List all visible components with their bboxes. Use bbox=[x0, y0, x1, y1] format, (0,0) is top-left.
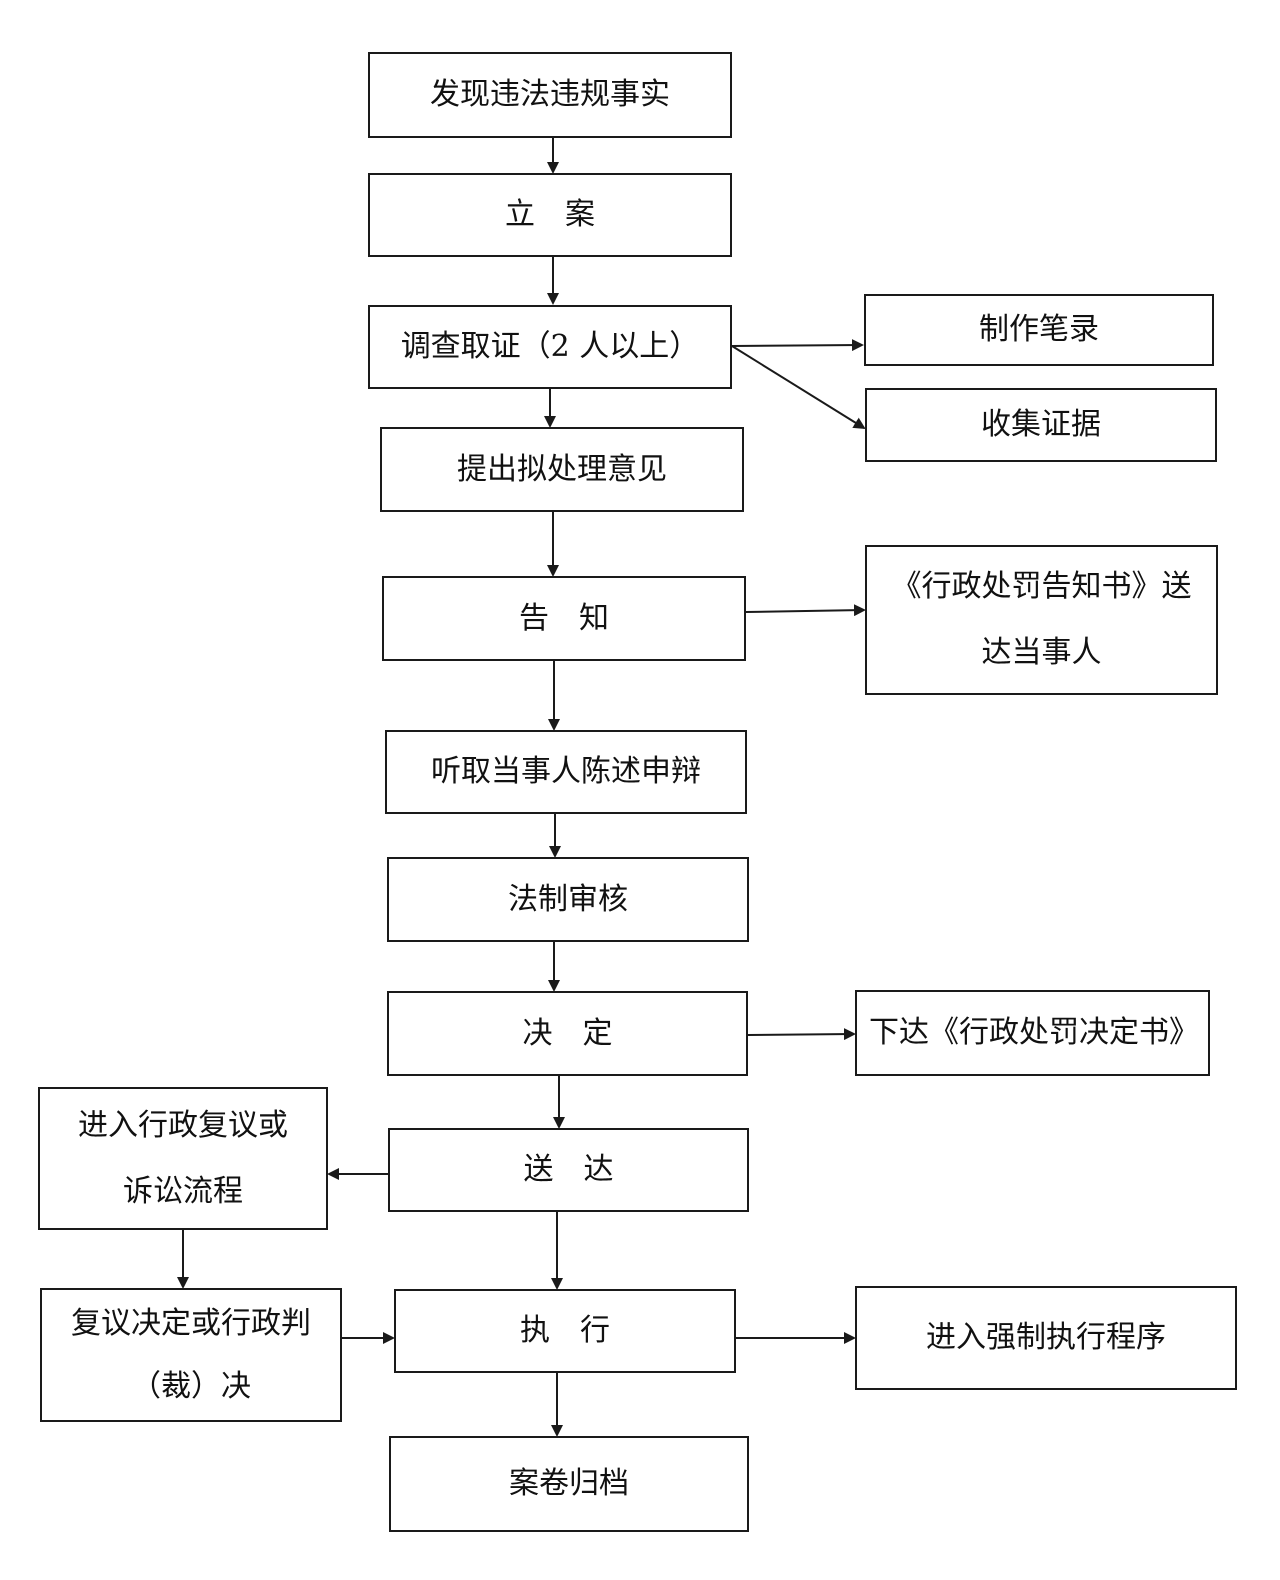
node-legal-review-label: 法制审核 bbox=[508, 881, 628, 917]
node-hearing: 听取当事人陈述申辩 bbox=[385, 730, 747, 814]
arrow-investigate-to-collect bbox=[731, 345, 866, 430]
node-enforce: 进入强制执行程序 bbox=[855, 1286, 1237, 1390]
node-register-label: 立 案 bbox=[505, 197, 595, 232]
node-record: 制作笔录 bbox=[864, 294, 1214, 366]
arrow-decide-to-issue bbox=[747, 1028, 856, 1041]
node-register: 立 案 bbox=[368, 173, 732, 257]
node-archive-label: 案卷归档 bbox=[509, 1466, 629, 1501]
node-record-label: 制作笔录 bbox=[979, 312, 1099, 347]
node-issue-decision: 下达《行政处罚决定书》 bbox=[855, 990, 1210, 1076]
node-archive: 案卷归档 bbox=[389, 1436, 749, 1532]
node-decide-label: 决 定 bbox=[522, 1015, 613, 1051]
node-notice-delivery: 《行政处罚告知书》送 达当事人 bbox=[865, 545, 1218, 695]
node-notice-line1: 《行政处罚告知书》送 bbox=[891, 569, 1192, 604]
node-investigate: 调查取证（2 人以上） bbox=[368, 305, 732, 389]
node-notify: 告 知 bbox=[382, 576, 746, 661]
node-decide: 决 定 bbox=[387, 991, 748, 1076]
node-verdict-line1: 复议决定或行政判 bbox=[71, 1306, 311, 1341]
node-verdict-line2: （裁）决 bbox=[131, 1369, 251, 1404]
node-serve-label: 送 达 bbox=[523, 1152, 614, 1187]
node-legal-review: 法制审核 bbox=[387, 857, 749, 942]
node-investigate-label: 调查取证（2 人以上） bbox=[400, 329, 700, 364]
node-collect: 收集证据 bbox=[865, 388, 1217, 462]
node-propose: 提出拟处理意见 bbox=[380, 427, 744, 512]
node-notice-line2: 达当事人 bbox=[981, 635, 1102, 670]
node-serve: 送 达 bbox=[388, 1128, 749, 1212]
arrow-investigate-to-record bbox=[731, 339, 864, 352]
node-propose-label: 提出拟处理意见 bbox=[457, 451, 667, 487]
node-issue-decision-label: 下达《行政处罚决定书》 bbox=[869, 1015, 1199, 1050]
node-execute-label: 执 行 bbox=[520, 1313, 610, 1348]
node-discover: 发现违法违规事实 bbox=[368, 52, 732, 138]
node-review-line1: 进入行政复议或 bbox=[78, 1107, 288, 1143]
node-discover-label: 发现违法违规事实 bbox=[430, 77, 670, 112]
node-notify-label: 告 知 bbox=[519, 600, 609, 636]
node-hearing-label: 听取当事人陈述申辩 bbox=[431, 754, 701, 789]
node-collect-label: 收集证据 bbox=[981, 407, 1101, 442]
node-enforce-label: 进入强制执行程序 bbox=[926, 1320, 1166, 1355]
node-review-litigation: 进入行政复议或 诉讼流程 bbox=[38, 1087, 328, 1230]
node-verdict: 复议决定或行政判 （裁）决 bbox=[40, 1288, 342, 1422]
node-execute: 执 行 bbox=[394, 1289, 736, 1373]
arrow-notify-to-notice bbox=[745, 604, 866, 617]
node-review-line2: 诉讼流程 bbox=[123, 1173, 243, 1209]
